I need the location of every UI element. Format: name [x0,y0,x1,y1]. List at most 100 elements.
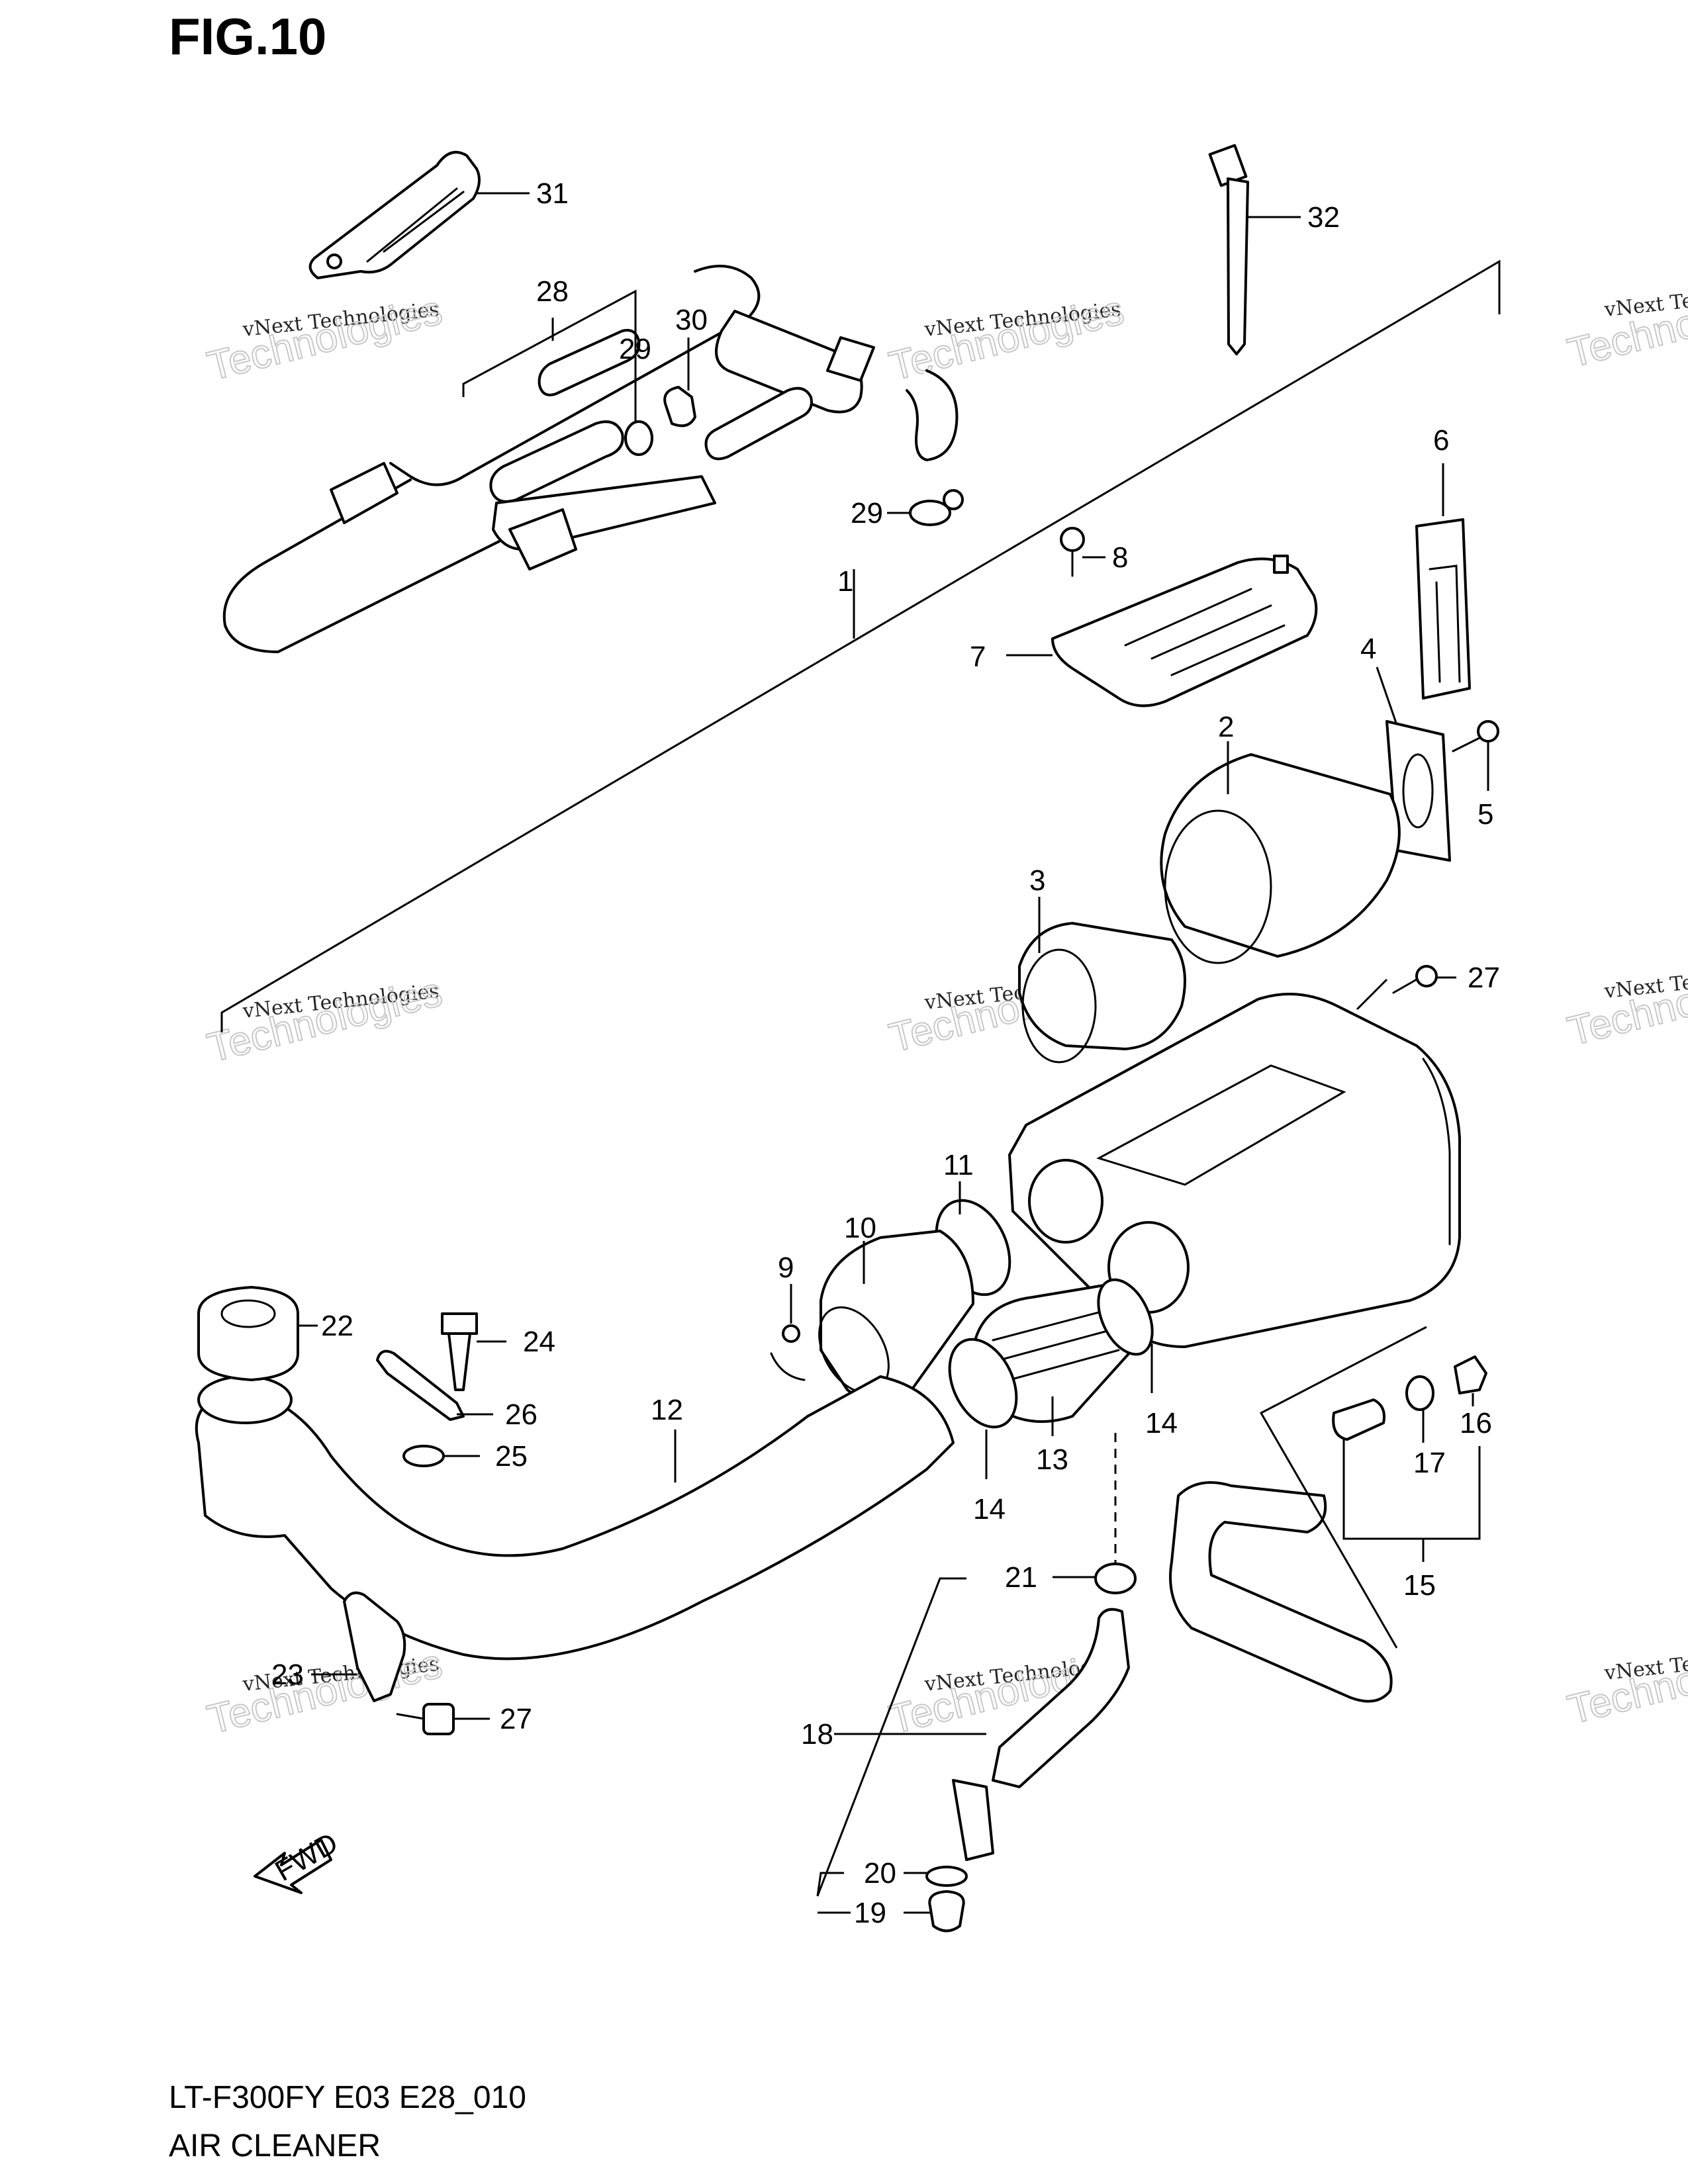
hose-joint [826,336,875,382]
watermark-text-large: Technologies [203,287,447,390]
cap-tab [1273,555,1289,574]
grommet-hole [220,1299,276,1328]
filter-body [1160,753,1401,958]
clamp-band [1097,1278,1154,1356]
stay-body [376,1349,465,1421]
watermark: vNext Technologies Technologies [203,287,447,390]
cap-body [1051,557,1318,707]
callout-9: 9 [778,1251,794,1284]
hose-piece [1332,1398,1385,1441]
callout-13: 13 [1036,1443,1068,1476]
callout-7: 7 [970,641,986,673]
part-6-clip [1415,463,1471,700]
figure-title: FIG.10 [169,7,326,66]
hose-connector [508,508,577,570]
leader-line [1376,666,1398,725]
tie-strap [1227,177,1249,355]
callout-4: 4 [1360,633,1376,665]
callout-29: 29 [619,333,651,365]
callout-12: 12 [651,1394,683,1426]
part-21-clamp [1053,1433,1137,1594]
bracket-plate [308,151,481,279]
callout-labels: 1 2 3 4 5 6 7 8 9 10 11 12 13 14 14 15 1… [271,177,1500,1929]
case-edge [1422,1058,1451,1246]
callout-11: 11 [943,1149,974,1181]
callout-10: 10 [844,1212,876,1244]
callout-29-lower: 29 [851,497,883,529]
bracket-body [343,1591,406,1702]
part-23-bracket [311,1591,406,1702]
part-12-intake-duct [195,1375,955,1661]
callout-16: 16 [1460,1407,1492,1439]
bolt-shank [447,1332,471,1391]
cage-face [1021,948,1097,1064]
part-2-filter-element [1160,741,1401,964]
callout-5: 5 [1477,798,1493,831]
callout-24: 24 [523,1326,555,1358]
bolt-head [422,1703,455,1735]
part-31-bracket [308,151,530,279]
watermark-text-large: Technologies [885,287,1129,390]
hose-end [952,1779,994,1861]
plate-hole [1402,753,1434,829]
screw-shank [1452,737,1481,752]
callout-28: 28 [536,275,569,308]
assembly-bracket-1 [220,259,1501,1032]
hose-body [992,1608,1130,1788]
watermark-text-large: Technologies [1564,952,1688,1055]
part-24-bolt [441,1312,506,1391]
callout-22: 22 [321,1310,353,1342]
callout-21: 21 [1005,1561,1037,1594]
part-16-cap [1454,1355,1487,1406]
part-29-clamp [624,420,964,526]
watermark: vNext Technologies Technologies [1563,273,1688,377]
part-30-plug [663,338,696,428]
cap-body [1454,1355,1487,1394]
duct-body [195,1375,955,1661]
washer-ring [402,1445,445,1467]
filter-face [1164,809,1272,964]
callout-8: 8 [1112,541,1128,574]
case-opening [1096,1064,1346,1186]
plug-body [928,1890,965,1933]
part-9-clamp [770,1284,806,1381]
callout-15: 15 [1403,1569,1436,1602]
bracket-line [220,259,1501,1032]
part-26-stay [376,1349,493,1421]
part-7-cap [1006,555,1318,707]
model-code: LT-F300FY E03 E28_010 [169,2080,526,2115]
callout-20: 20 [864,1857,896,1889]
callout-17: 17 [1413,1447,1446,1479]
part-28-breather-hose [222,265,959,653]
bracket-line [816,1577,966,1897]
screw-head [1477,720,1499,743]
clamp-band [948,1338,1018,1429]
watermark-text-large: Technologies [203,1641,447,1743]
bolt-head [441,1312,478,1335]
callout-26: 26 [505,1398,538,1431]
drain-hose [1169,1481,1393,1703]
watermark-text-large: Technologies [1564,274,1688,377]
clamp-ring [624,420,653,456]
callout-19: 19 [854,1897,886,1929]
hose-elbow [906,369,959,461]
part-17-hose [1332,1375,1434,1443]
watermark: vNext Technologies Technologies [1563,952,1688,1056]
bolt-shank [396,1713,425,1720]
hose-section [704,387,813,461]
part-14-clamp [948,1278,1154,1479]
part-18-hose [834,1608,1130,1861]
clamp-screw [782,1324,800,1343]
clip-detail [1429,565,1461,683]
boot-bellows [992,1306,1123,1381]
cage-body [1018,922,1186,1050]
cap-ribs [1124,588,1286,676]
callout-1: 1 [837,565,853,598]
fwd-label: FWD [269,1827,343,1888]
bracket-slot [366,187,465,263]
case-inlet [1028,1159,1103,1244]
hose-connector [330,462,399,524]
bracket-line [1259,1326,1427,1649]
part-22-grommet [197,1286,318,1381]
